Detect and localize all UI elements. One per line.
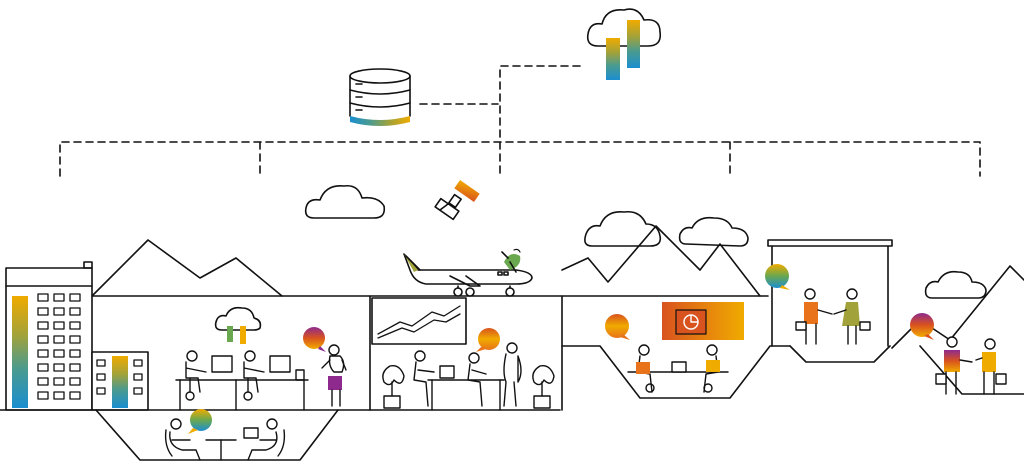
satellite-icon: [434, 180, 480, 221]
handshake-room: [767, 239, 893, 363]
walking-people: [935, 336, 1007, 395]
cloud-data-icon: [214, 306, 262, 344]
right-mountains: [561, 225, 769, 297]
small-building-icon: [91, 351, 149, 411]
airplane-icon: [403, 253, 533, 297]
meeting-people: [627, 344, 729, 393]
left-mountains: [91, 239, 283, 297]
satellite-dish-icon: [501, 248, 521, 273]
speech-bubble-icon: [910, 313, 934, 340]
speech-bubble-icon: [188, 409, 212, 434]
cloud-icon: [678, 216, 749, 247]
cloud-icon: [584, 210, 662, 247]
meeting-people: [164, 418, 286, 461]
speech-bubble-icon: [605, 314, 630, 340]
database-icon: [349, 68, 411, 126]
handshake-people: [795, 288, 871, 345]
speech-bubble-icon: [765, 264, 790, 290]
cloud-data-icon: [586, 8, 662, 80]
connection-lines: [59, 65, 981, 177]
plant-icon: [532, 365, 555, 409]
cloud-icon: [924, 270, 987, 299]
speech-bubble-icon: [476, 328, 500, 352]
middle-office-room: [369, 295, 563, 411]
basement-meeting-room: [95, 409, 339, 461]
presentation-screen-icon: [662, 302, 744, 340]
standing-person: [321, 344, 347, 407]
office-building-icon: [5, 261, 93, 411]
office-workers-group: [175, 350, 309, 411]
presentation-room: [561, 345, 791, 399]
speech-bubble-icon: [303, 327, 326, 352]
office-workers-group: [413, 342, 522, 411]
plant-icon: [382, 365, 405, 409]
cloud-icon: [304, 184, 386, 219]
